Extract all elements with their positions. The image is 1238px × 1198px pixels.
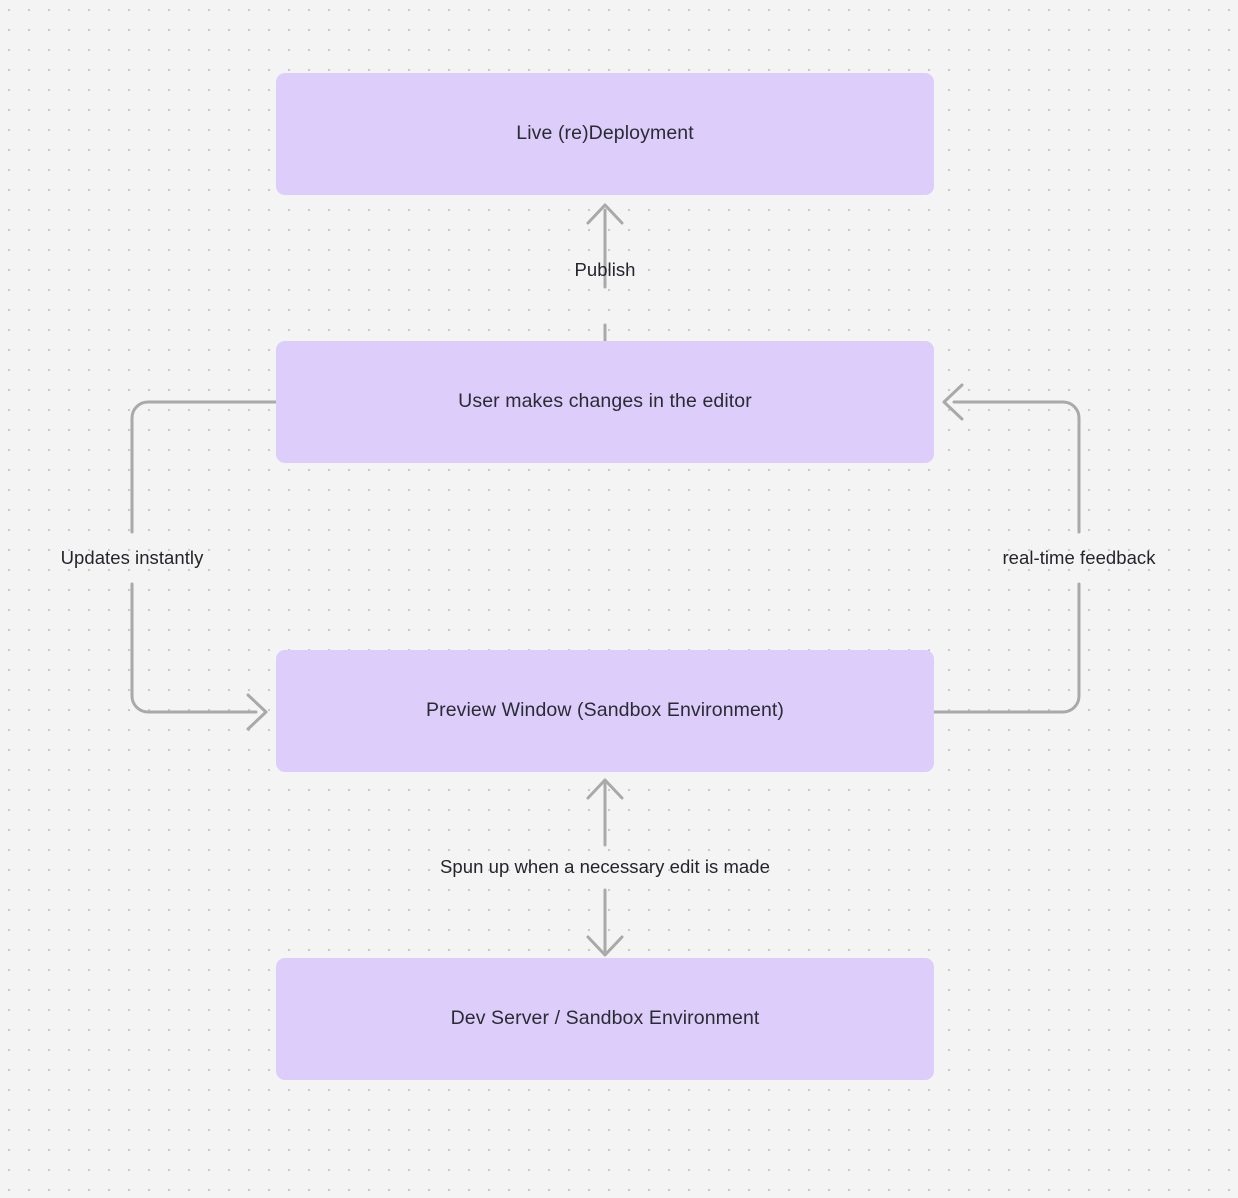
- edge-label-publish: Publish: [574, 258, 636, 280]
- edge-label-updates-instantly: Updates instantly: [60, 546, 204, 568]
- node-dev-server[interactable]: Dev Server / Sandbox Environment: [276, 958, 934, 1080]
- node-dev-server-label: Dev Server / Sandbox Environment: [450, 1007, 760, 1030]
- node-user-edits[interactable]: User makes changes in the editor: [276, 341, 934, 463]
- edge-label-spun-up: Spun up when a necessary edit is made: [440, 855, 770, 877]
- node-user-edits-label: User makes changes in the editor: [458, 390, 752, 413]
- edge-label-real-time-feedback: real-time feedback: [1002, 546, 1156, 568]
- node-live-deployment[interactable]: Live (re)Deployment: [276, 73, 934, 195]
- node-preview-window-label: Preview Window (Sandbox Environment): [426, 699, 784, 722]
- node-live-deployment-label: Live (re)Deployment: [516, 122, 694, 145]
- node-preview-window[interactable]: Preview Window (Sandbox Environment): [276, 650, 934, 772]
